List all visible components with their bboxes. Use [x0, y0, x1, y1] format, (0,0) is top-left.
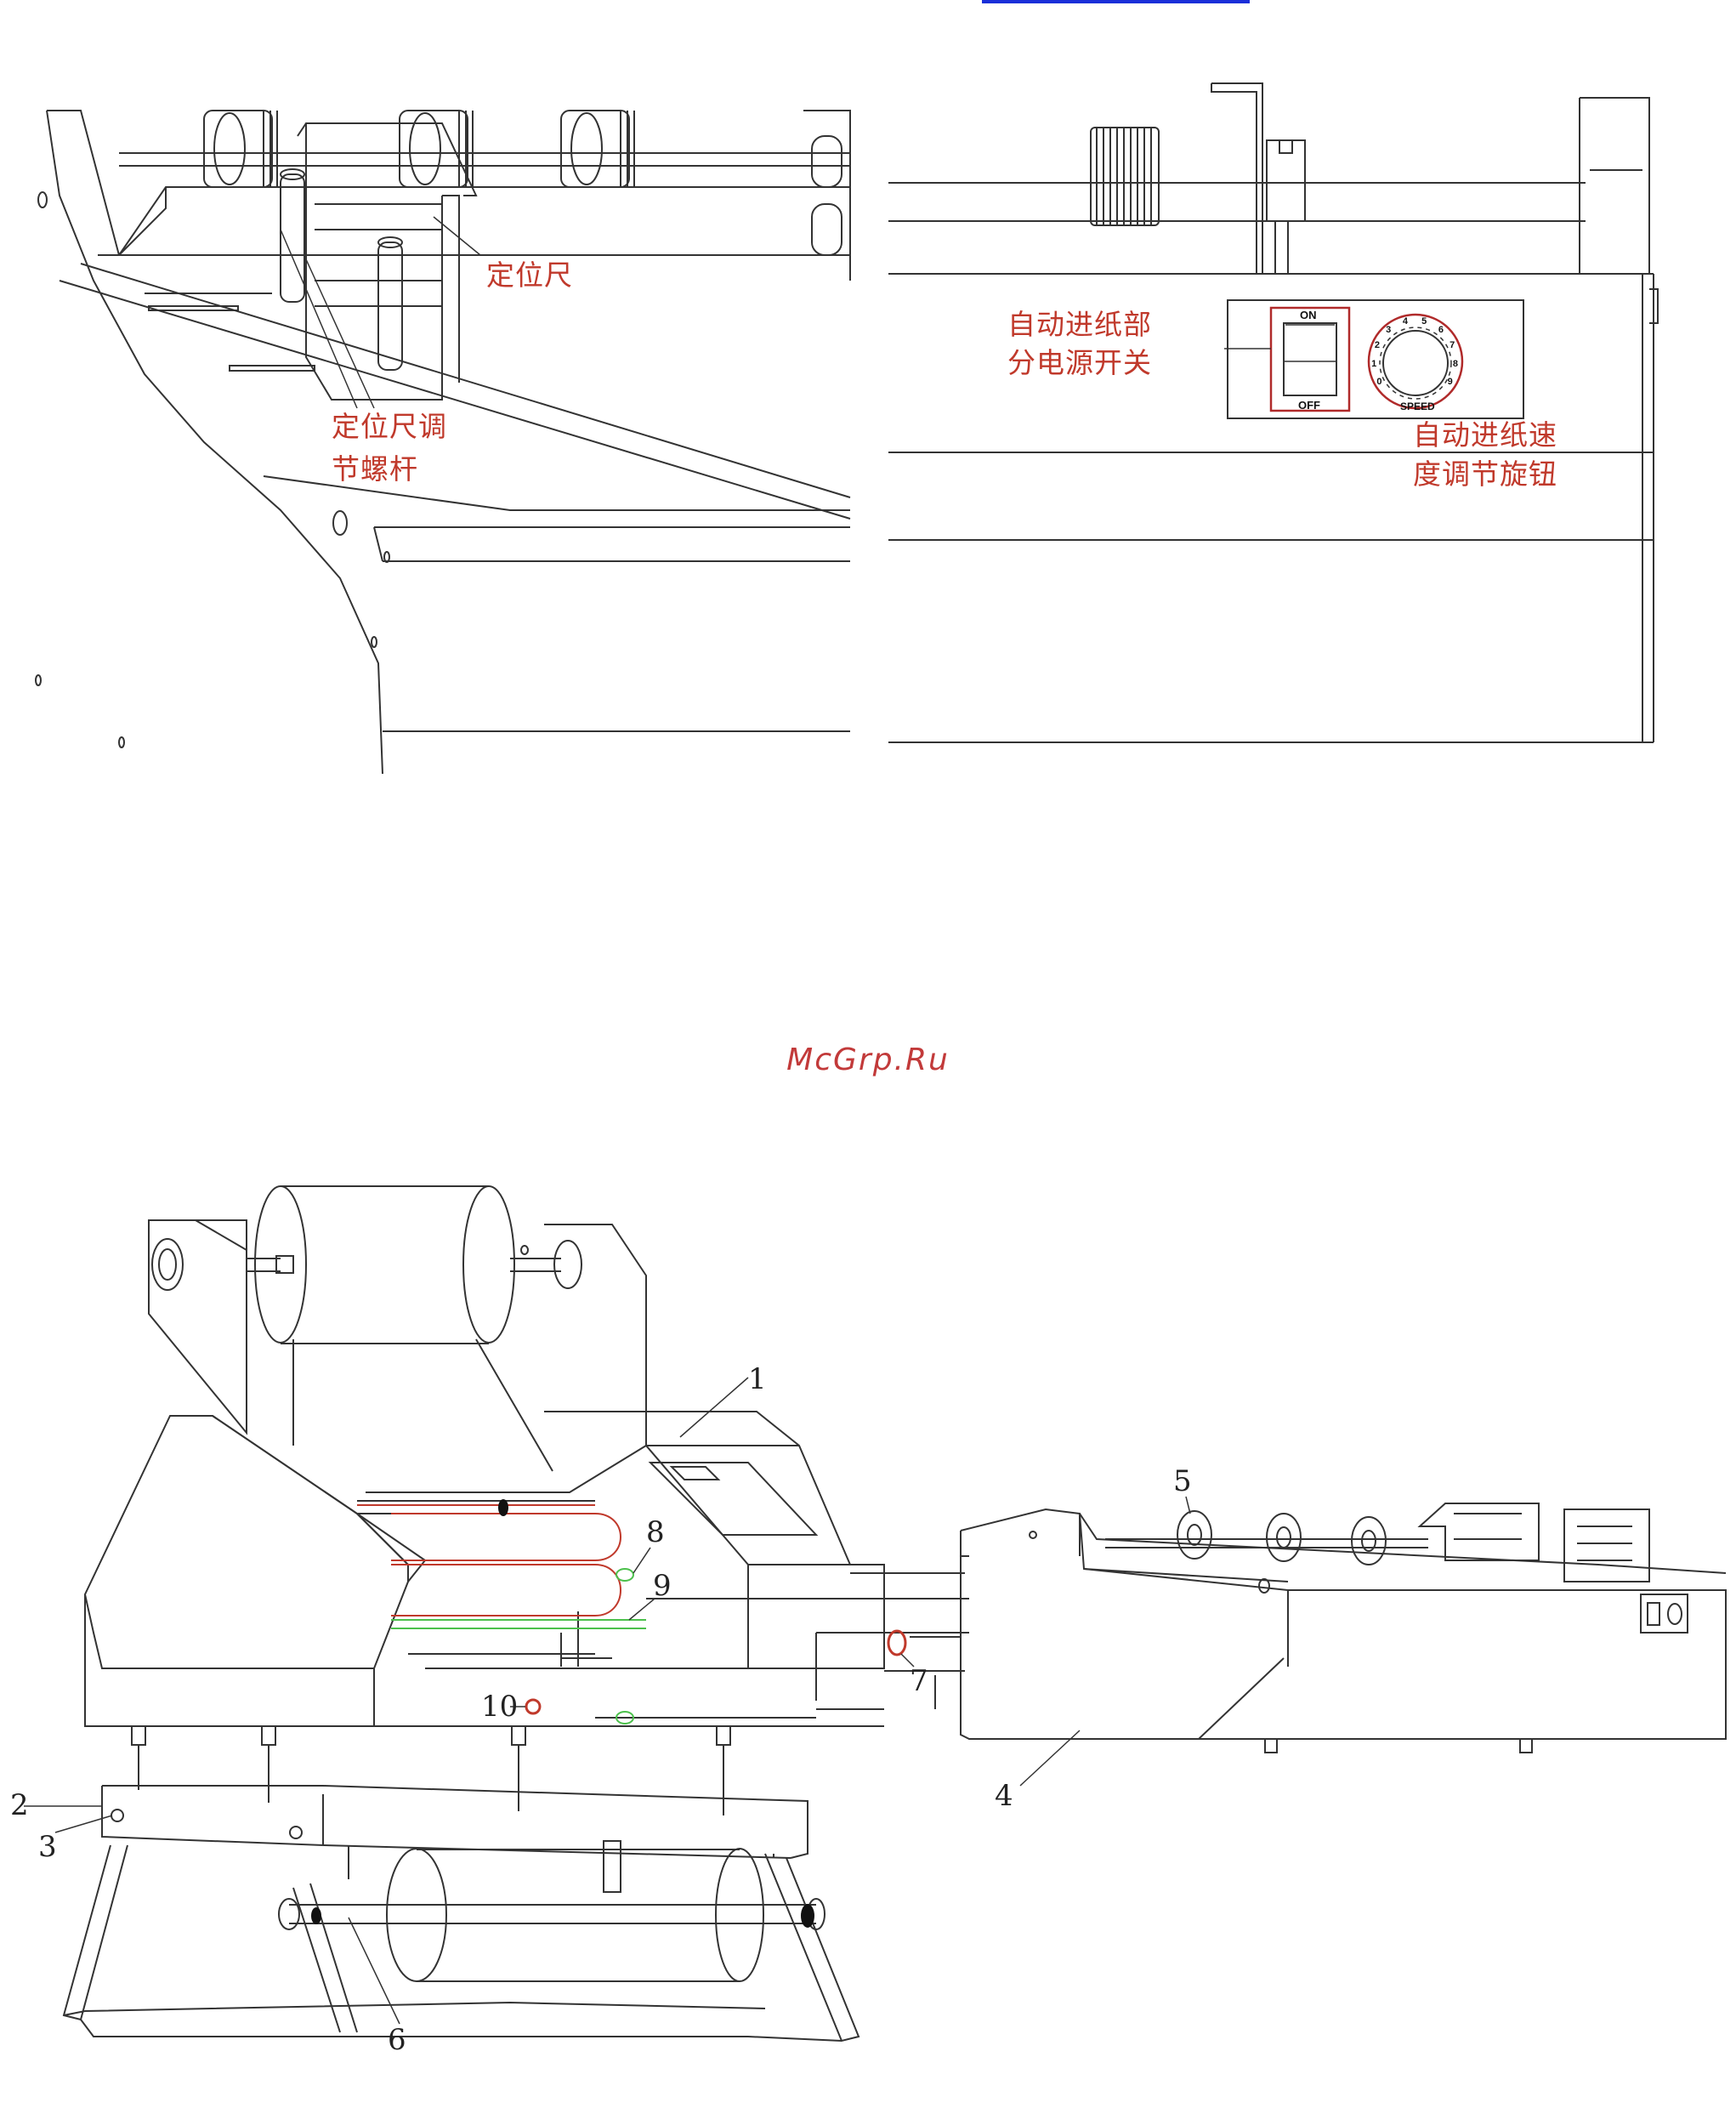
callout-6: 6: [388, 2026, 406, 2054]
callout-4: 4: [995, 1781, 1013, 1810]
callout-5: 5: [1173, 1467, 1192, 1496]
callout-10: 10: [481, 1692, 518, 1721]
callout-9: 9: [653, 1571, 672, 1600]
callout-1: 1: [748, 1365, 767, 1394]
callout-3: 3: [38, 1832, 57, 1861]
callout-8: 8: [646, 1518, 665, 1547]
callout-2: 2: [10, 1791, 29, 1820]
callout-7: 7: [910, 1667, 928, 1696]
